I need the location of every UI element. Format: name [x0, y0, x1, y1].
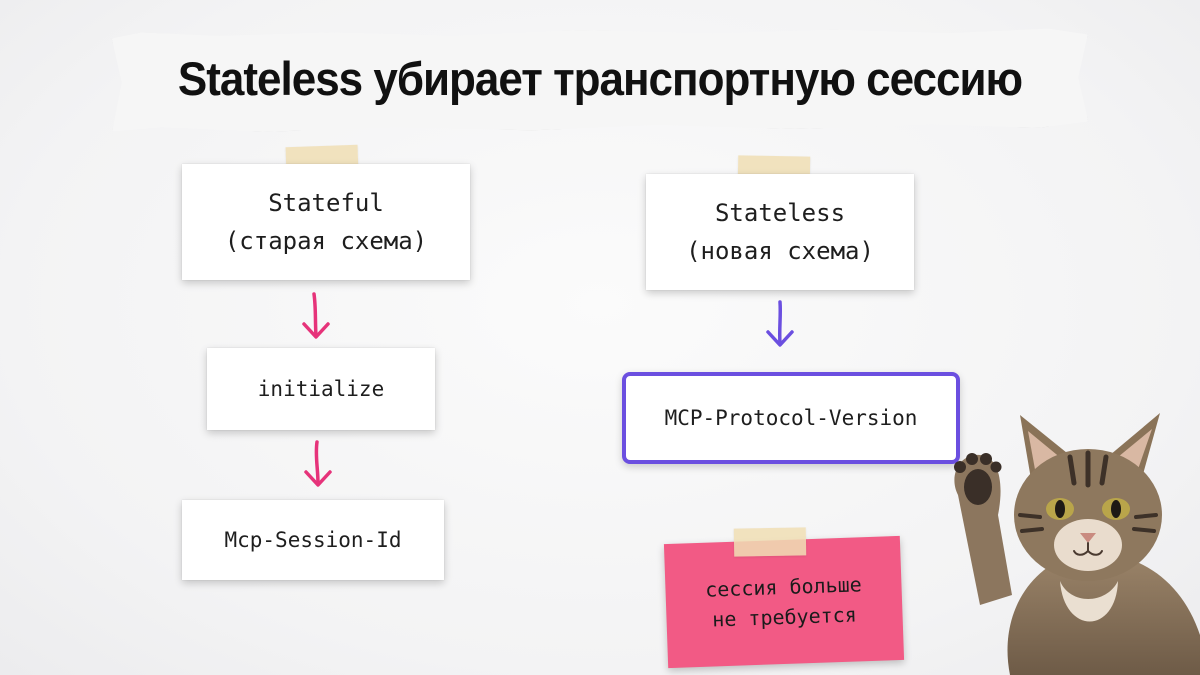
stateful-header-card: Stateful (старая схема) [182, 164, 470, 280]
protocol-version-label: MCP-Protocol-Version [664, 406, 918, 430]
stateless-subtitle: (новая схема) [686, 237, 874, 265]
tape [733, 527, 807, 557]
waving-cat-icon [954, 413, 1200, 675]
protocol-version-card: MCP-Protocol-Version [622, 372, 960, 464]
initialize-card: initialize [207, 348, 435, 430]
session-id-card: Mcp-Session-Id [182, 500, 444, 580]
session-id-label: Mcp-Session-Id [224, 528, 402, 552]
stateless-header-card: Stateless (новая схема) [646, 174, 914, 290]
page-title: Stateless убирает транспортную сессию [177, 53, 1023, 106]
stateless-title: Stateless [714, 199, 846, 227]
stateful-subtitle: (старая схема) [224, 227, 428, 255]
down-arrow-icon [304, 440, 332, 487]
stateful-title: Stateful [268, 189, 384, 217]
down-arrow-icon [766, 300, 794, 347]
initialize-label: initialize [257, 377, 385, 401]
note-line-2: не требуется [711, 602, 858, 632]
down-arrow-icon [302, 292, 330, 339]
